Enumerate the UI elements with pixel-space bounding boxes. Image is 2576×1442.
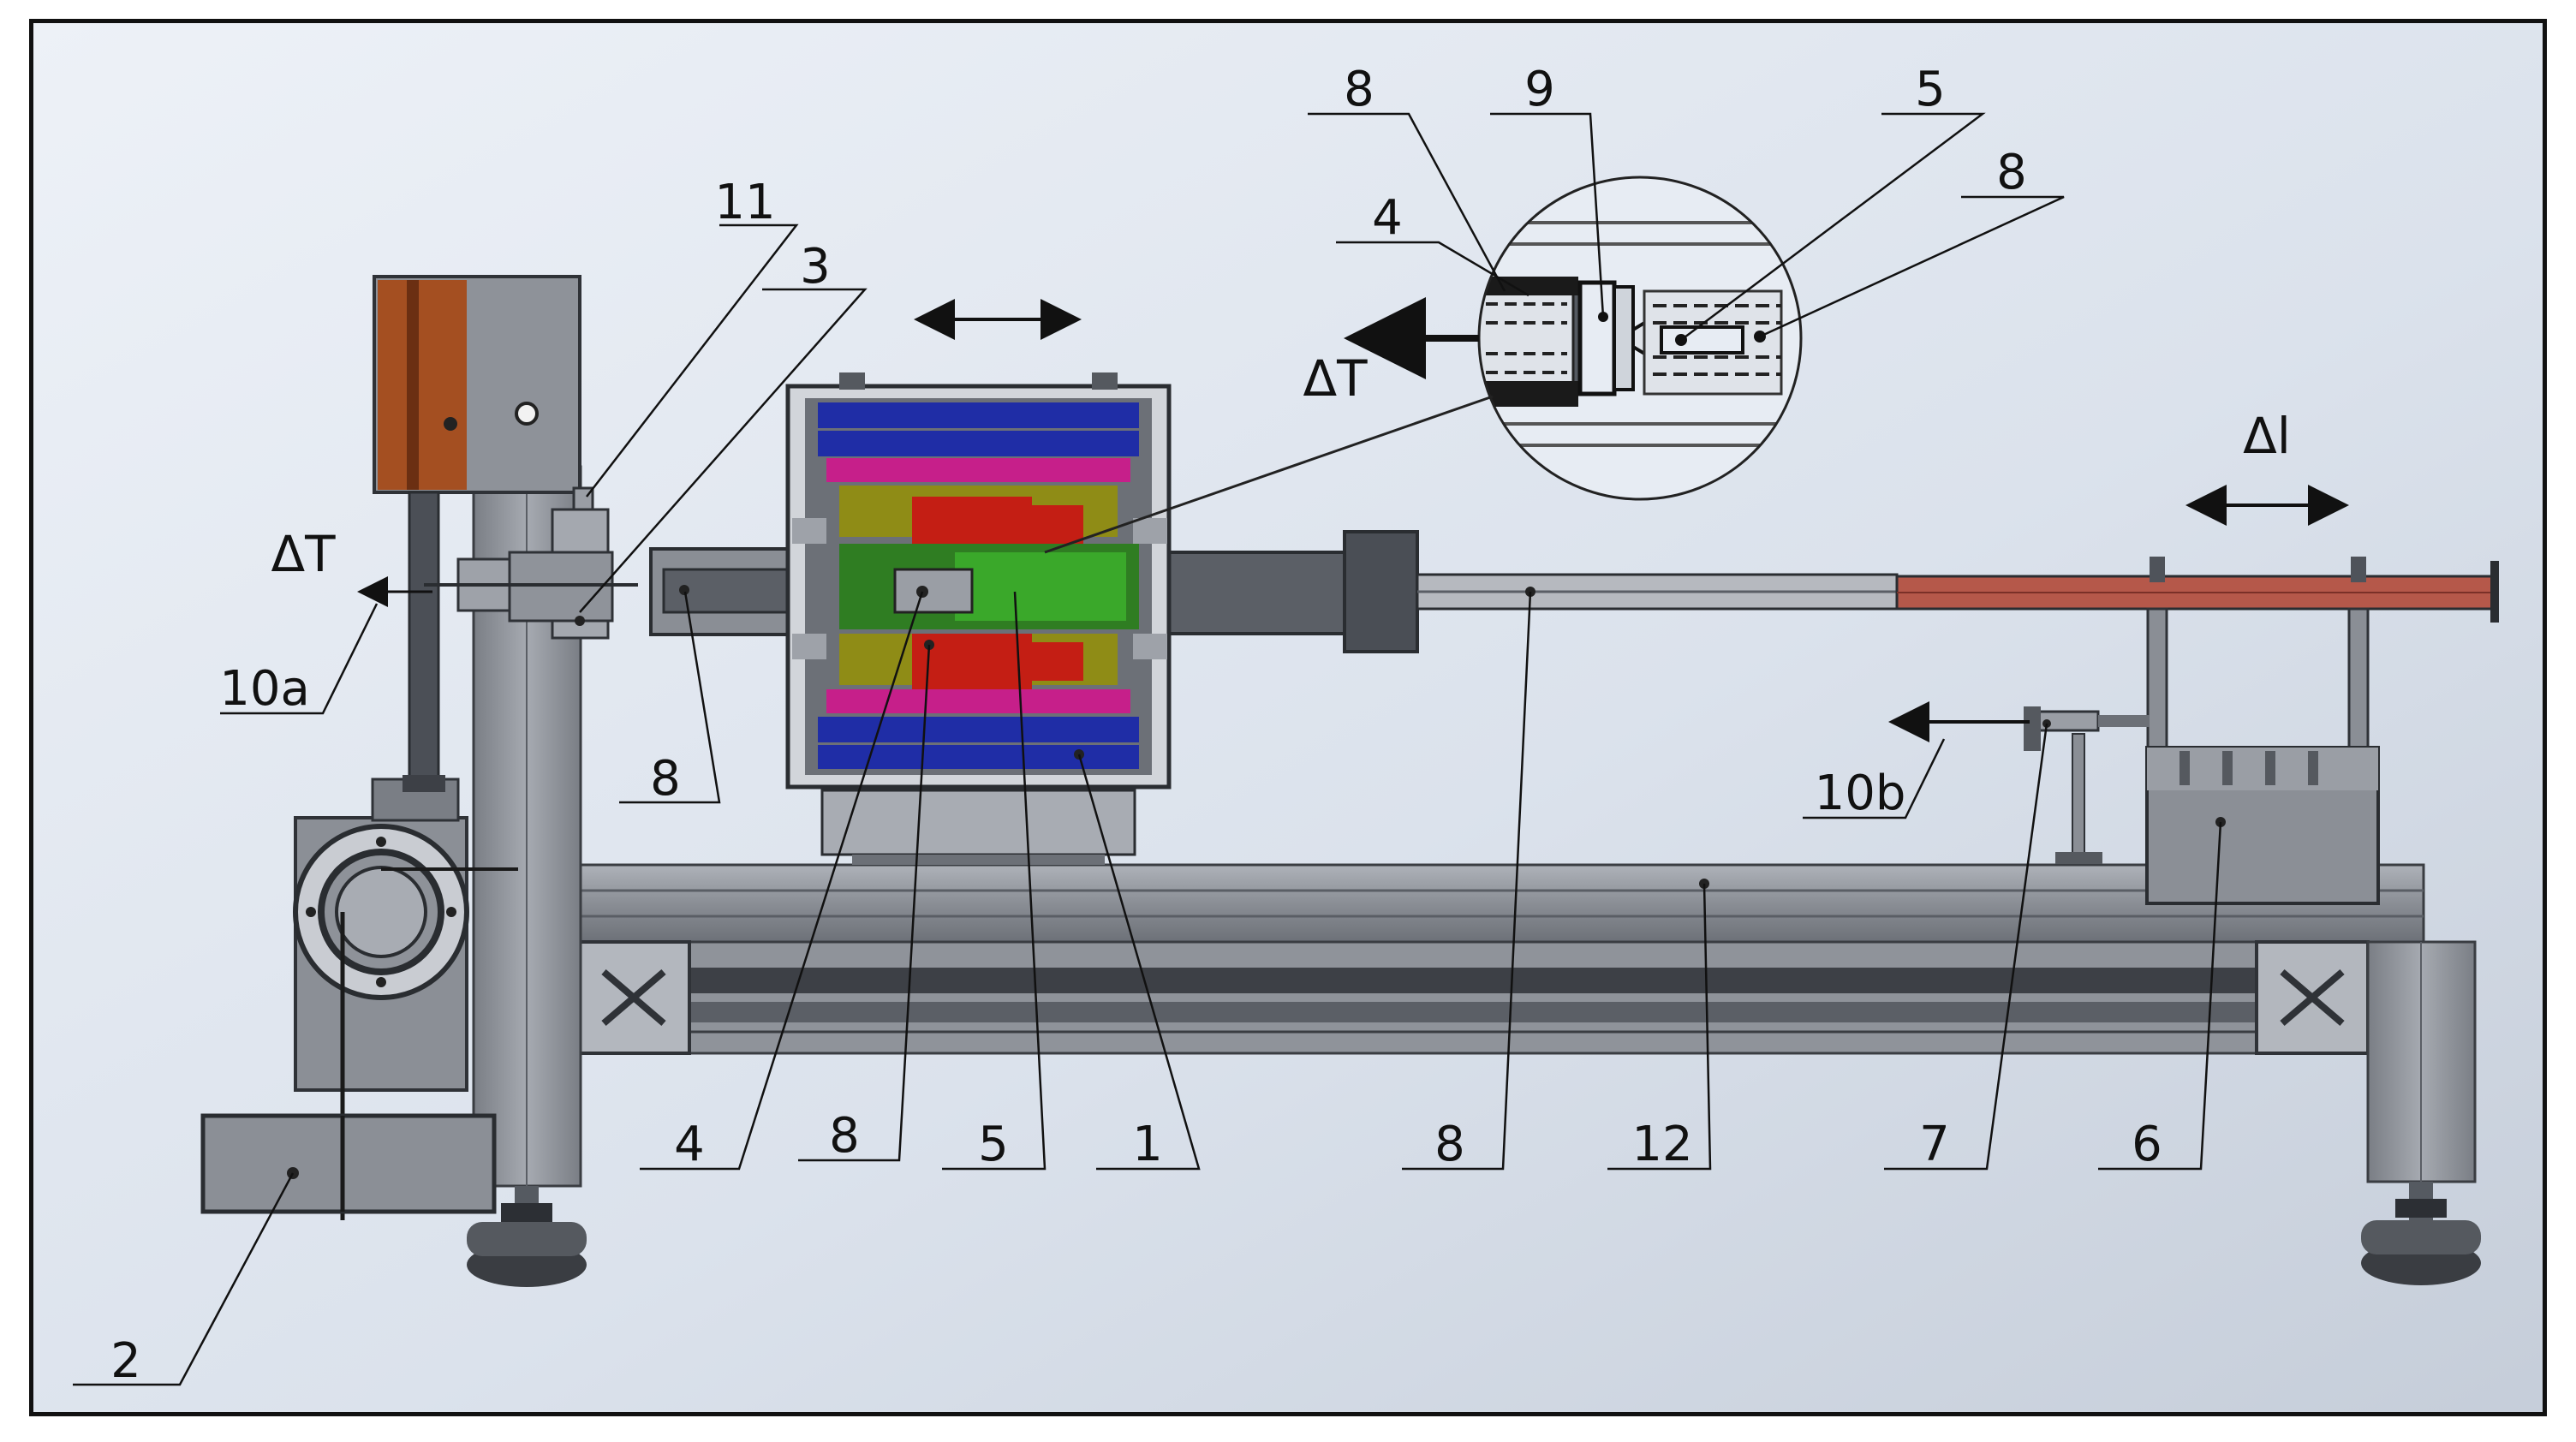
sensor-box — [2024, 706, 2380, 905]
callout-4-low: 4 — [674, 1117, 705, 1172]
furnace — [785, 372, 1172, 865]
callout-inset-8-top: 8 — [1344, 62, 1374, 117]
callout-12: 12 — [1631, 1117, 1693, 1172]
clamp-holder — [424, 486, 638, 640]
callout-delta-l: Δl — [2243, 407, 2291, 465]
callout-6: 6 — [2132, 1117, 2162, 1172]
detail-inset — [1044, 176, 1803, 554]
right-leg — [2361, 940, 2481, 1285]
callout-10b: 10b — [1814, 766, 1906, 821]
drawing-frame: 11 3 ΔT 10a 8 2 4 8 5 1 8 12 7 6 10b Δl … — [29, 19, 2547, 1416]
callout-5-low: 5 — [978, 1117, 1009, 1172]
callout-2: 2 — [110, 1333, 141, 1389]
callout-10a: 10a — [219, 661, 310, 717]
callout-inset-5: 5 — [1915, 62, 1946, 117]
callout-delta-t-left: ΔT — [271, 525, 336, 583]
callout-8-left: 8 — [650, 751, 681, 807]
motor — [200, 775, 518, 1220]
callout-1: 1 — [1132, 1117, 1163, 1172]
callout-delta-t-inset: ΔT — [1303, 349, 1368, 408]
callout-8-mid: 8 — [1434, 1117, 1465, 1172]
callout-inset-9: 9 — [1524, 62, 1555, 117]
wooden-upright — [373, 275, 581, 790]
motion-arrows — [357, 299, 2349, 742]
callout-8-low: 8 — [829, 1108, 860, 1164]
callout-7: 7 — [1919, 1117, 1950, 1172]
callout-3: 3 — [800, 239, 831, 295]
base-rail — [512, 863, 2425, 1055]
callout-inset-8-right: 8 — [1996, 145, 2027, 200]
callout-inset-4: 4 — [1372, 190, 1403, 246]
callout-11: 11 — [714, 175, 776, 230]
leader-lines — [73, 112, 2222, 1386]
assembly-drawing — [33, 23, 2543, 1412]
